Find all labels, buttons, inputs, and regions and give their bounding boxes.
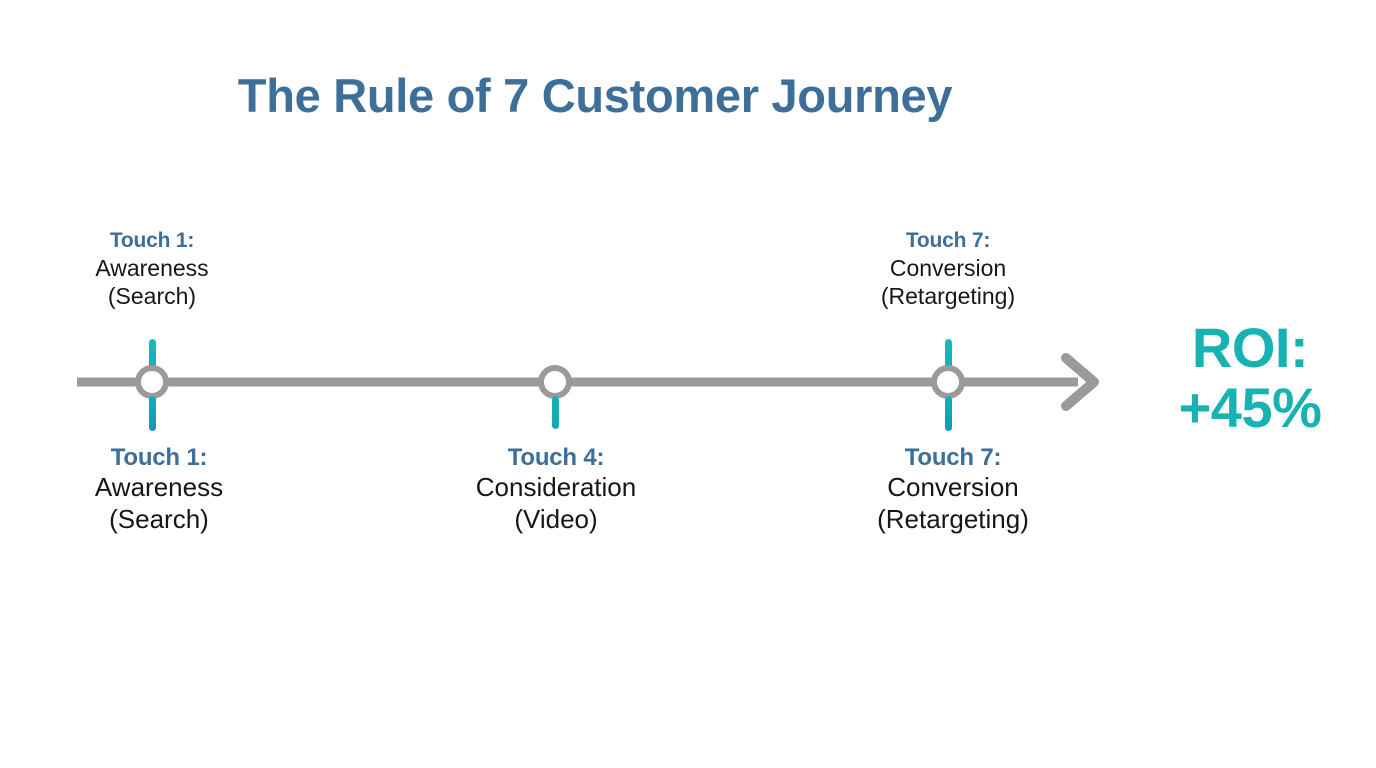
marker-ring-icon [538, 365, 572, 399]
bottom-label-touch-4-heading: Touch 4: [507, 444, 605, 471]
top-label-touch-7-stage: Conversion [889, 254, 1007, 281]
bottom-label-touch-7: Touch 7: Conversion (Retargeting) [803, 443, 1103, 536]
top-label-touch-1-heading: Touch 1: [109, 229, 195, 252]
top-label-touch-1: Touch 1: Awareness (Search) [2, 228, 302, 310]
top-label-touch-1-stage: Awareness [95, 254, 209, 281]
roi-value: +45% [1178, 376, 1322, 440]
page-title: The Rule of 7 Customer Journey [237, 69, 953, 122]
bottom-label-touch-4: Touch 4: Consideration (Video) [406, 443, 706, 536]
bottom-label-touch-4-stage: Consideration [475, 472, 637, 503]
bottom-label-touch-4-channel: (Video) [514, 503, 598, 534]
roi-callout: ROI: +45% [1135, 316, 1365, 440]
roi-label: ROI: [1191, 316, 1309, 379]
bottom-label-touch-1: Touch 1: Awareness (Search) [9, 443, 309, 536]
top-label-touch-7-heading: Touch 7: [905, 229, 991, 252]
tick-up-icon [944, 339, 952, 368]
tick-up-icon [148, 339, 156, 368]
tick-down-icon [148, 396, 156, 431]
arrow-right-icon [1061, 353, 1099, 411]
top-label-touch-7-channel: (Retargeting) [880, 282, 1016, 309]
bottom-label-touch-1-channel: (Search) [109, 503, 209, 534]
top-label-touch-7: Touch 7: Conversion (Retargeting) [798, 228, 1098, 310]
bottom-label-touch-1-heading: Touch 1: [110, 444, 208, 471]
bottom-label-touch-7-stage: Conversion [887, 472, 1019, 503]
bottom-label-touch-1-stage: Awareness [94, 472, 224, 503]
top-label-touch-1-channel: (Search) [107, 282, 197, 309]
marker-ring-icon [931, 365, 965, 399]
tick-down-icon [551, 396, 559, 429]
marker-ring-icon [135, 365, 169, 399]
bottom-label-touch-7-heading: Touch 7: [904, 444, 1002, 471]
bottom-label-touch-7-channel: (Retargeting) [877, 503, 1029, 534]
tick-down-icon [944, 396, 952, 431]
